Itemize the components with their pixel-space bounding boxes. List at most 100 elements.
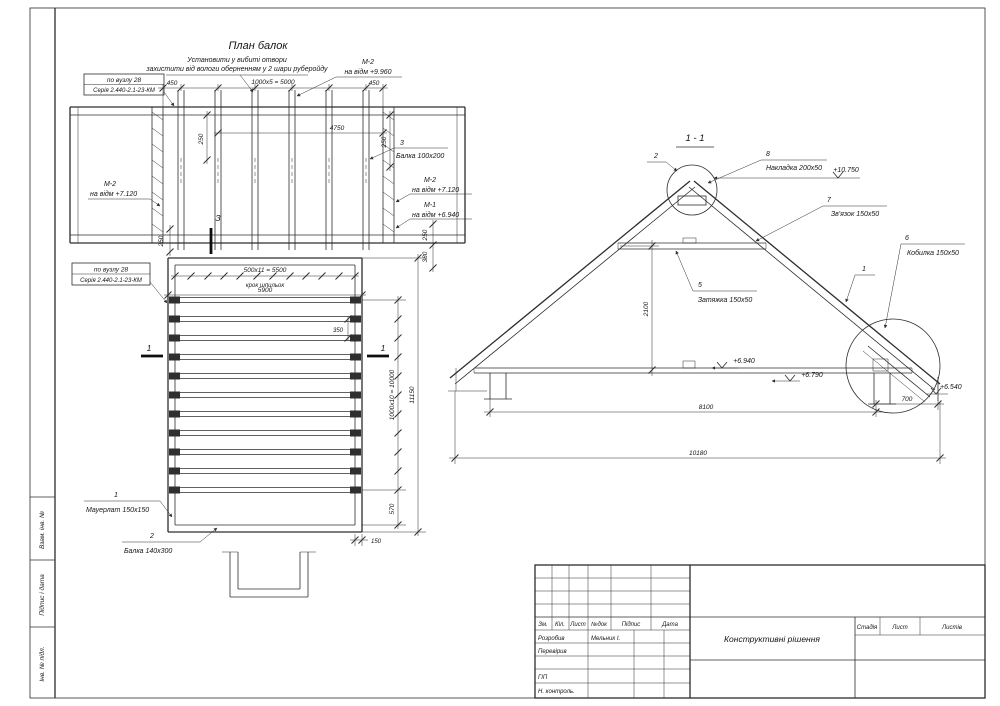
tb-col-pidpys: Підпис [622, 622, 641, 628]
section-title: 1 - 1 [685, 133, 704, 144]
duct-outline [222, 551, 316, 598]
tb-pereviryv: Перевірив [538, 649, 567, 655]
strip-vzam-label: Взам. інв. № [38, 511, 46, 549]
dim-700-label: 700 [902, 396, 913, 403]
dim-250-left: 250 [198, 111, 211, 164]
callout-2-apex: 2 [647, 153, 678, 172]
callout-3-number: 3 [400, 140, 404, 147]
callout-1-rafter: 1 [845, 266, 875, 303]
node-left-line2: Серія 2.440-2.1-23-КМ [80, 278, 142, 284]
dim-350: 350 [333, 315, 352, 342]
m2-right-elev: на відм +7.120 [412, 186, 459, 194]
sec-callout-2: 2 [653, 153, 658, 160]
elev-6940-label: +6.940 [733, 358, 755, 365]
callout-6-kobylka: 6 Кобилка 150х50 [883, 235, 965, 329]
wall-hatch [151, 111, 395, 233]
dim-11150-label: 11150 [409, 386, 416, 403]
zvyazok-label: Зв'язок 150х50 [831, 211, 879, 218]
dim-150-label: 150 [371, 539, 382, 545]
sheet-frame [29, 7, 986, 699]
tb-col-list2: Лист [891, 625, 907, 631]
dim-2100: 2100 [620, 240, 659, 376]
dim-4750-label: 4750 [330, 125, 345, 132]
elev-10750-label: +10.750 [833, 167, 859, 174]
tb-doc-title: Конструктивні рішення [724, 634, 820, 644]
callout-m2-right: М-2 на відм +7.120 [395, 177, 472, 203]
sec-callout-8: 8 [766, 151, 770, 158]
beam-140x300-label: Балка 140х300 [124, 548, 172, 555]
dim-250-right: 250 [381, 111, 394, 171]
callout-1-number: 1 [114, 492, 118, 499]
callout-5-zatyazhka: 5 Затяжка 150х50 [675, 250, 757, 304]
dim-10180-label: 10180 [689, 450, 707, 457]
dim-1000x10-label: 1000х10 = 10000 [389, 369, 396, 420]
dim-2100-label: 2100 [643, 301, 650, 317]
title-block: Зм. Кіл. Лист №док Підпис Дата Розробив … [534, 564, 986, 699]
tb-col-lystiv: Листів [941, 625, 962, 631]
dim-500x11: 500х11 = 5500 крок шпильок [171, 267, 359, 289]
section-1-right-label: 1 [381, 343, 386, 353]
callout-balka-140: 2 Балка 140х300 [122, 527, 218, 555]
callout-m2-left: М-2 на відм +7.120 [88, 181, 161, 207]
section-1-left-label: 1 [147, 343, 152, 353]
tb-rozrobyv-name: Мельник І. [591, 636, 620, 642]
node-ref-left: по вузлу 28 Серія 2.440-2.1-23-КМ [71, 262, 168, 304]
dim-1000x5: 1000х5 = 5000 [251, 79, 295, 86]
note-line1: Установити у вибиті отвори [186, 56, 287, 64]
tb-col-kil: Кіл. [555, 622, 565, 628]
dim-250d-label: 250 [422, 229, 429, 241]
beam-plan-lower: 500х11 = 5500 крок шпильок 5900 350 1000… [71, 254, 426, 598]
elev-6790: +6.790 [771, 372, 823, 383]
dim-5900: 5900 [164, 287, 366, 299]
dim-top-chain: 450 1000х5 = 5000 450 [158, 79, 388, 107]
callout-m1: М-1 на відм +6.940 [395, 202, 472, 229]
dim-250b-label: 250 [381, 136, 388, 148]
plan-beams-vertical [177, 89, 370, 251]
dim-450-right: 450 [369, 80, 380, 87]
side-strip: Взам. інв. № Підпис і дата Інв. № підл. [38, 511, 46, 682]
dim-250a-label: 250 [198, 133, 205, 145]
dim-150: 150 [350, 534, 382, 546]
note-line2: захистити від вологи оберненням у 2 шари… [145, 65, 328, 73]
dim-10180: 10180 [449, 391, 946, 464]
beam-100x200-label: Балка 100х200 [396, 153, 444, 160]
elev-10750: +10.750 [713, 167, 860, 180]
dim-250-380-right: 250 380 [422, 220, 437, 272]
sec-callout-1: 1 [862, 266, 866, 273]
strip-pidpys-label: Підпис і дата [38, 574, 46, 616]
node-top-line1: по вузлу 28 [107, 77, 142, 84]
m2-left-elev: на відм +7.120 [90, 190, 137, 198]
krok-shpylok-label: крок шпильок [246, 283, 286, 289]
m2-top-mark: М-2 [362, 59, 374, 66]
m2-top-elev: на відм +9.960 [344, 68, 391, 76]
dim-250c-label: 250 [158, 235, 165, 247]
dim-8100-label: 8100 [699, 404, 714, 411]
tb-col-data: Дата [661, 622, 678, 628]
section-mark-1-left: 1 [141, 343, 163, 358]
callout-m2-top: М-2 на відм +9.960 [296, 59, 402, 97]
section-mark-1-right: 1 [367, 343, 389, 358]
dim-8100: 8100 [484, 399, 882, 417]
tb-col-list: Лист [569, 622, 585, 628]
dim-4750: 4750 [214, 125, 387, 137]
tb-col-zm: Зм. [538, 622, 547, 628]
section-3-label: З [215, 213, 221, 223]
section-mark-3: З [209, 213, 221, 254]
zatyazhka-label: Затяжка 150х50 [698, 297, 753, 304]
install-note: Установити у вибиті отвори захистити від… [145, 56, 328, 93]
section-1-1: 1 - 1 2 8 Накладка 200х50 +10.750 7 [448, 133, 965, 464]
dim-500x11-label: 500х11 = 5500 [244, 267, 287, 274]
tb-rozrobyv: Розробив [538, 636, 565, 642]
elev-6940: +6.940 [711, 358, 755, 370]
dims-right-vertical: 1000х10 = 10000 570 11150 [362, 254, 426, 536]
mauerlat-label: Мауерлат 150х150 [86, 507, 149, 514]
tb-nkontrol: Н. контроль. [538, 689, 575, 695]
dim-450-left: 450 [167, 80, 178, 87]
beam-plan-upper: План балок 450 1000х5 = 5000 450 4750 [69, 40, 472, 272]
sec-callout-6: 6 [905, 235, 909, 242]
callout-2-number: 2 [149, 533, 154, 540]
callout-3-beam: 3 Балка 100х200 [369, 140, 448, 160]
elev-6540-label: +6.540 [940, 384, 962, 391]
m2-left-mark: М-2 [104, 181, 116, 188]
